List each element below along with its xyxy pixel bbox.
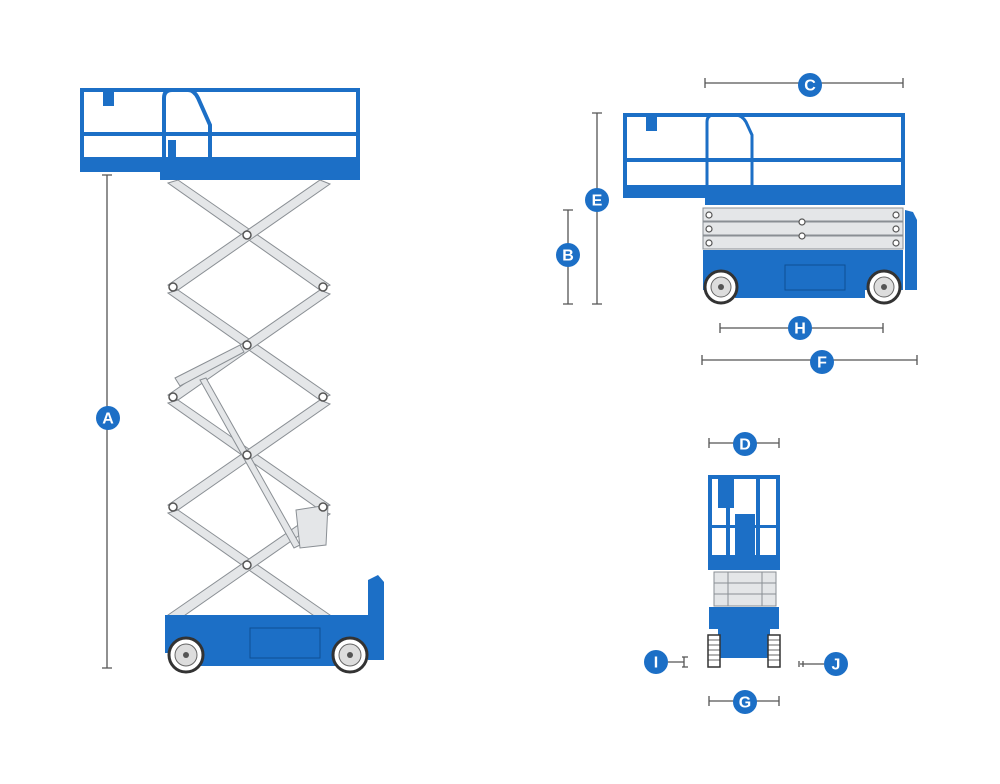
platform [623,113,905,205]
label-h: H [794,321,806,338]
dimension-g: G [708,690,780,714]
wheel [331,636,369,674]
label-e: E [592,193,603,210]
label-i: I [654,655,658,672]
wheel [866,269,902,305]
dimension-c: C [704,73,904,97]
base-chassis [707,607,781,668]
label-d: D [739,437,751,454]
platform [80,88,360,180]
scissor-stack-front [713,571,777,607]
dimension-a: A [96,174,120,669]
scissor-stack [166,179,332,621]
wheel [703,269,739,305]
label-c: C [804,78,816,95]
dimension-j: J [798,652,848,676]
dimension-e: E [585,112,609,305]
dimension-f: F [701,350,918,374]
label-f: F [817,355,827,372]
dimension-i: I [644,650,688,674]
wheel [167,636,205,674]
label-b: B [562,248,574,265]
scissor-stack-stowed [702,207,904,250]
dimension-h: H [719,316,884,340]
label-g: G [739,695,751,712]
stowed-lift-side-view: C E B H F [556,73,918,374]
dimension-b: B [556,209,580,305]
label-j: J [832,657,841,674]
lift-front-view: D I J G [644,432,848,714]
platform [708,475,780,570]
label-a: A [102,411,114,428]
dimension-d: D [708,432,780,456]
extended-lift-side-view: A [80,88,384,674]
